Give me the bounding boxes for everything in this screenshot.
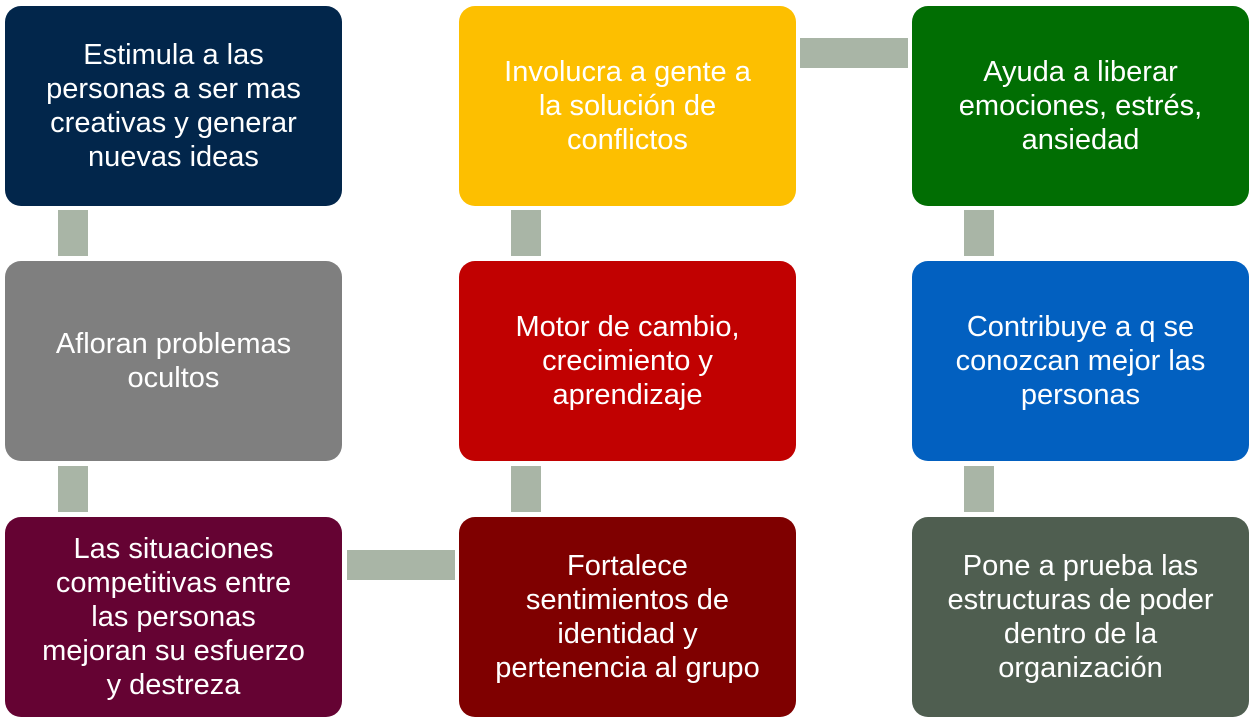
box-estimula-creatividad: Estimula a las personas a ser mas creati… <box>5 6 342 206</box>
connector-b3-b6 <box>347 550 455 580</box>
box-involucra-gente: Involucra a gente a la solución de confl… <box>459 6 796 206</box>
box-text: Afloran problemas ocultos <box>55 328 292 394</box>
box-motor-de-cambio: Motor de cambio, crecimiento y aprendiza… <box>459 261 796 461</box>
box-afloran-problemas: Afloran problemas ocultos <box>5 261 342 461</box>
box-text: Pone a prueba las estructuras de poder d… <box>947 550 1214 684</box>
box-situaciones-competitivas: Las situaciones competitivas entre las p… <box>5 517 342 717</box>
box-text: Motor de cambio, crecimiento y aprendiza… <box>515 311 740 411</box>
connector-b2-b3 <box>58 466 88 512</box>
connector-b8-b9 <box>964 466 994 512</box>
box-pone-a-prueba: Pone a prueba las estructuras de poder d… <box>912 517 1249 717</box>
connector-b1-b2 <box>58 210 88 256</box>
box-text: Fortalece sentimientos de identidad y pe… <box>495 550 760 684</box>
connector-b5-b4 <box>511 210 541 256</box>
box-text: Las situaciones competitivas entre las p… <box>42 533 305 701</box>
box-text: Ayuda a liberar emociones, estrés, ansie… <box>958 56 1203 156</box>
box-fortalece-sentimientos: Fortalece sentimientos de identidad y pe… <box>459 517 796 717</box>
connector-b6-b5 <box>511 466 541 512</box>
box-contribuye-conocer: Contribuye a q se conozcan mejor las per… <box>912 261 1249 461</box>
connector-b4-b7 <box>800 38 908 68</box>
box-ayuda-liberar-emociones: Ayuda a liberar emociones, estrés, ansie… <box>912 6 1249 206</box>
connector-b7-b8 <box>964 210 994 256</box>
box-text: Contribuye a q se conozcan mejor las per… <box>955 311 1206 411</box>
box-text: Involucra a gente a la solución de confl… <box>504 56 751 156</box>
box-text: Estimula a las personas a ser mas creati… <box>46 39 301 173</box>
